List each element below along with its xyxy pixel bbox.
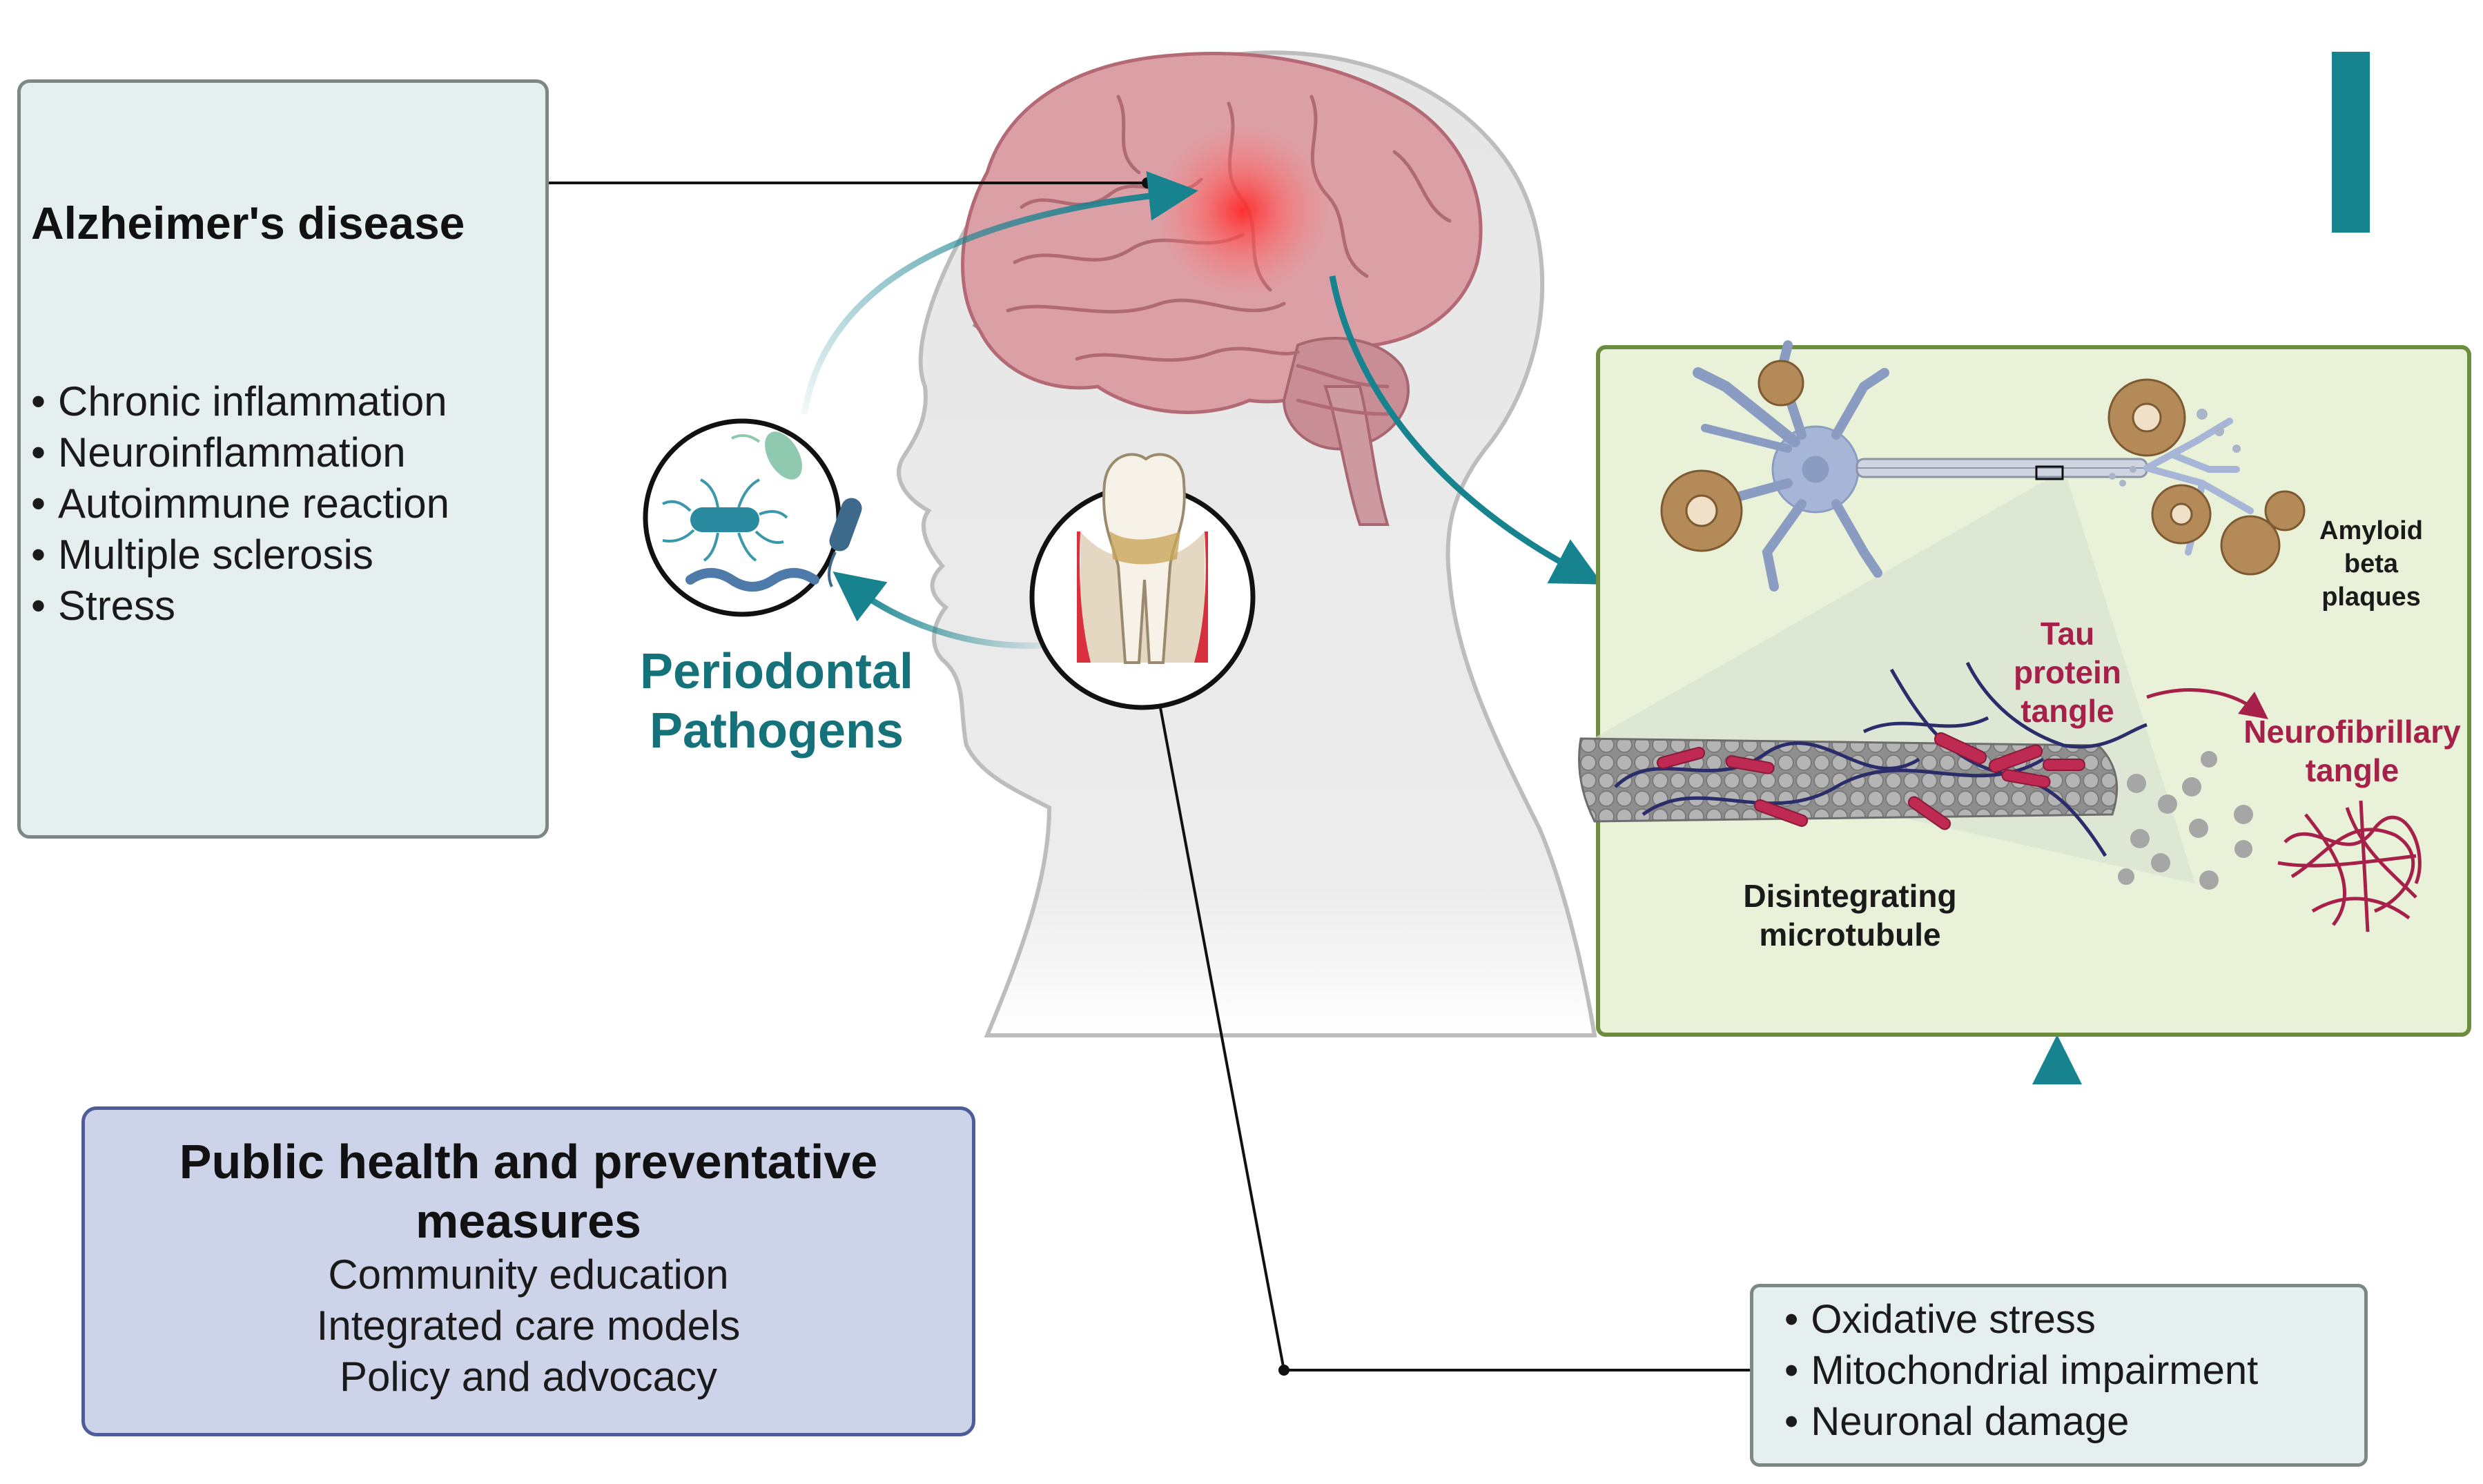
bacterium-icon bbox=[829, 498, 862, 551]
amyloid-beta-plaques-label: Amyloid beta plaques bbox=[2319, 516, 2423, 612]
bacterium-icon bbox=[765, 431, 802, 480]
public-health-list: Community education Integrated care mode… bbox=[81, 1249, 975, 1403]
list-item: •Chronic inflammation bbox=[31, 378, 447, 424]
amyloid-plaque-icon bbox=[1660, 360, 2306, 576]
neurofibrillary-tangle-label: Neurofibrillary tangle bbox=[2243, 714, 2461, 788]
inflammation-glow bbox=[1153, 121, 1332, 300]
oxidative-stress-box bbox=[1750, 1284, 2368, 1467]
disintegrating-microtubule-label: Disintegrating microtubule bbox=[1743, 878, 1957, 953]
alzheimers-list: •Chronic inflammation •Neuroinflammation… bbox=[31, 376, 449, 632]
periodontal-pathogens-label: Periodontal Pathogens bbox=[639, 644, 914, 759]
spirochete-icon bbox=[685, 568, 819, 592]
tau-protein-tangle-label: Tau protein tangle bbox=[2014, 616, 2121, 729]
list-item: •Stress bbox=[31, 583, 176, 629]
public-health-box bbox=[81, 1106, 975, 1436]
tooth-circle bbox=[1029, 453, 1256, 710]
list-item: •Neuronal damage bbox=[1784, 1399, 2130, 1444]
list-item: •Neuroinflammation bbox=[31, 429, 406, 476]
list-item: •Oxidative stress bbox=[1784, 1297, 2096, 1342]
list-item: Community education bbox=[328, 1251, 729, 1298]
tau-protein-icon bbox=[1656, 732, 2085, 830]
alzheimers-box bbox=[17, 79, 549, 839]
list-item: •Mitochondrial impairment bbox=[1784, 1348, 2259, 1393]
list-item: •Autoimmune reaction bbox=[31, 480, 449, 527]
list-item: •Multiple sclerosis bbox=[31, 531, 373, 578]
bacterium-icon bbox=[662, 478, 788, 562]
pathogen-circle bbox=[643, 418, 862, 617]
list-item: Integrated care models bbox=[316, 1302, 741, 1349]
neurofibrillary-tangle-icon bbox=[2277, 800, 2422, 933]
stress-list: •Oxidative stress •Mitochondrial impairm… bbox=[1784, 1294, 2258, 1447]
list-item: Policy and advocacy bbox=[340, 1354, 717, 1400]
public-health-title: Public health and preventative measures bbox=[179, 1135, 878, 1248]
brain-illustration bbox=[961, 52, 1483, 526]
accent-bar bbox=[2332, 52, 2370, 233]
alzheimers-title: Alzheimer's disease bbox=[31, 197, 465, 248]
